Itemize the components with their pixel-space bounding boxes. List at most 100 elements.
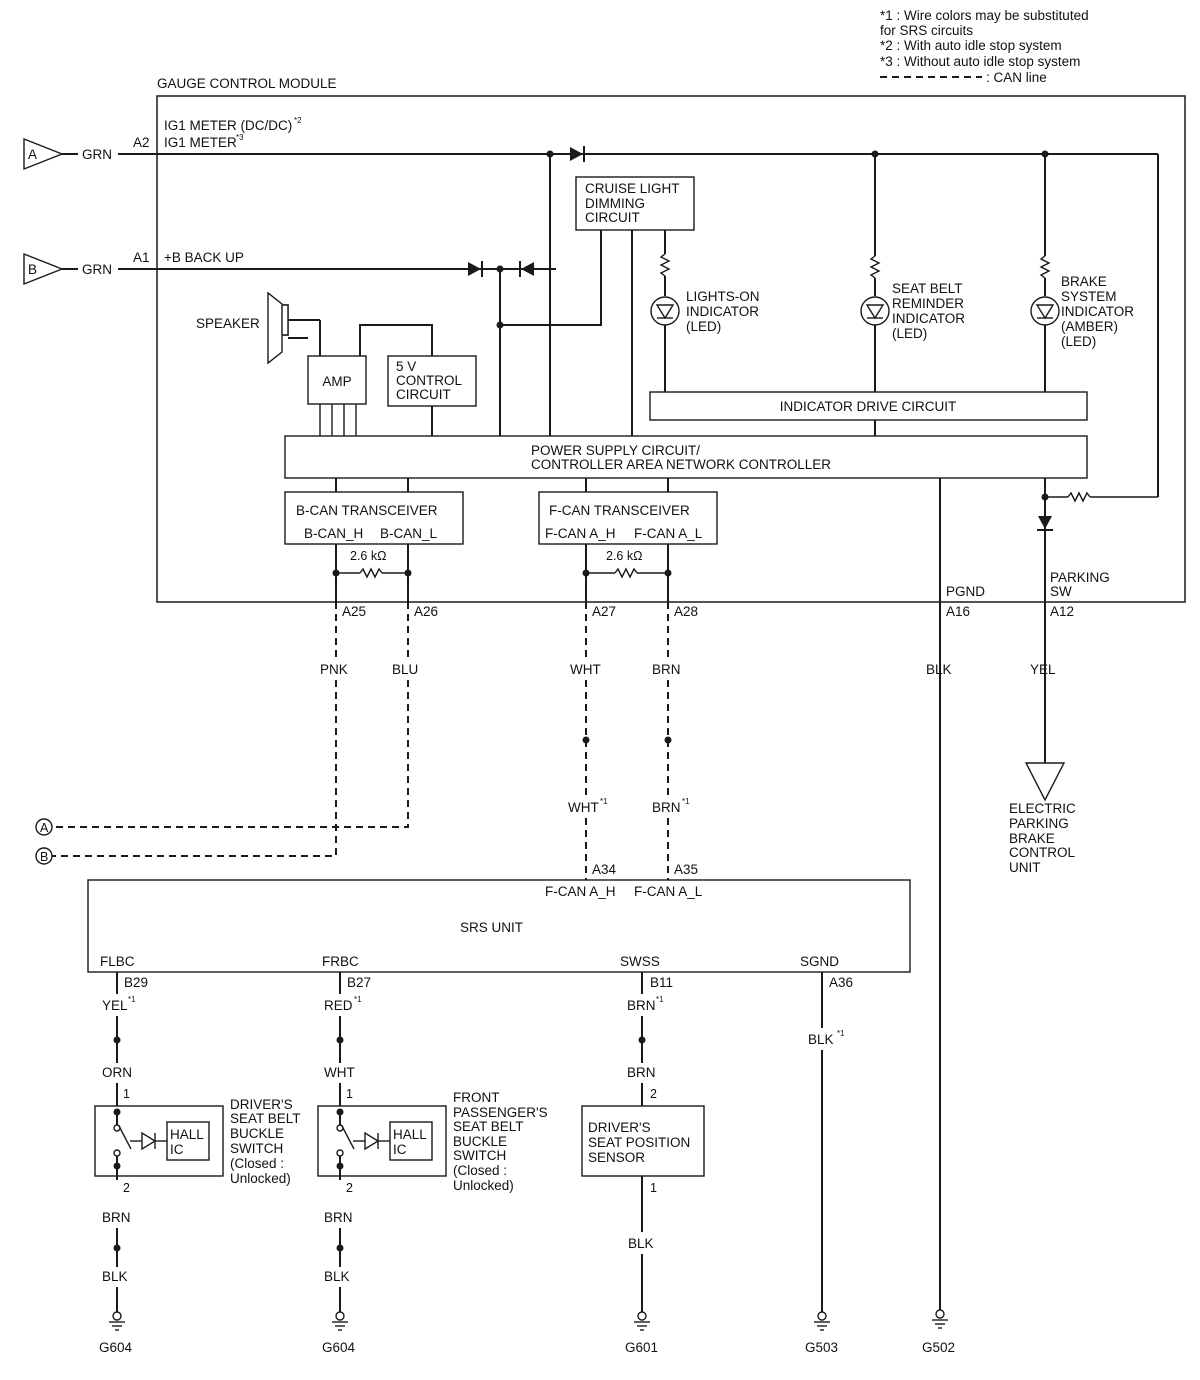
sensor-pin-2: 2 bbox=[650, 1087, 657, 1101]
ground-icon bbox=[817, 1311, 827, 1321]
five-v-line-2: CONTROL bbox=[396, 373, 462, 388]
diode-backup-2 bbox=[519, 261, 534, 277]
wire-passenger-blk: BLK bbox=[324, 1269, 350, 1284]
svg-text:HALL: HALL bbox=[170, 1127, 204, 1142]
svg-text:IC: IC bbox=[170, 1142, 184, 1157]
gauge-module-title: GAUGE CONTROL MODULE bbox=[157, 76, 337, 91]
srs-sgnd: SGND bbox=[800, 954, 839, 969]
connector-a-label: A bbox=[40, 821, 49, 835]
driver-pin-2: 2 bbox=[123, 1181, 130, 1195]
brake-line-3: INDICATOR bbox=[1061, 304, 1134, 319]
b-can-resistor-label: 2.6 kΩ bbox=[350, 549, 386, 563]
epb-line-1: ELECTRIC bbox=[1009, 801, 1076, 816]
resistor-seat-belt bbox=[869, 255, 881, 279]
driver-buckle-column: YEL *1 ORN 1 HALL IC 2 BRN BLK bbox=[94, 972, 224, 1312]
svg-text:*1: *1 bbox=[656, 995, 664, 1004]
input-a: A GRN A2 IG1 METER (DC/DC) *2 IG1 METER … bbox=[23, 116, 1158, 171]
svg-text:IC: IC bbox=[393, 1142, 407, 1157]
pin-a2: A2 bbox=[133, 135, 150, 150]
b-can-resistor bbox=[359, 567, 383, 579]
amp-label: AMP bbox=[322, 374, 351, 389]
pin-a12: A12 bbox=[1050, 604, 1074, 619]
wire-red-srs: RED bbox=[324, 998, 353, 1013]
epb-line-4: CONTROL bbox=[1009, 845, 1075, 860]
b-can-h: B-CAN_H bbox=[304, 526, 363, 541]
pin-a27: A27 bbox=[592, 604, 616, 619]
five-v-control-circuit bbox=[387, 355, 477, 407]
ig1-meter-label: IG1 METER bbox=[164, 135, 237, 150]
wire-brn-sensor: BRN bbox=[627, 1065, 656, 1080]
wire-driver-brn: BRN bbox=[102, 1210, 131, 1225]
srs-title: SRS UNIT bbox=[460, 920, 523, 935]
svg-text:SWITCH: SWITCH bbox=[230, 1141, 283, 1156]
diode-ig1 bbox=[570, 146, 585, 162]
srs-fcan-l: F-CAN A_L bbox=[634, 884, 703, 899]
footnotes: *1 : Wire colors may be substituted for … bbox=[880, 8, 1089, 85]
note-1: *1 : Wire colors may be substituted bbox=[880, 8, 1089, 23]
seat-belt-line-1: SEAT BELT bbox=[892, 281, 963, 296]
svg-text:SEAT BELT: SEAT BELT bbox=[230, 1111, 301, 1126]
cruise-line-2: DIMMING bbox=[585, 196, 645, 211]
lights-on-line-2: INDICATOR bbox=[686, 304, 759, 319]
epb-ground-triangle bbox=[1024, 762, 1066, 802]
wire-blk: BLK bbox=[926, 662, 952, 677]
seat-belt-line-4: (LED) bbox=[892, 326, 927, 341]
ig1-meter-sup: *3 bbox=[236, 133, 244, 142]
f-can-resistor-label: 2.6 kΩ bbox=[606, 549, 642, 563]
wire-yel-srs: YEL bbox=[102, 998, 128, 1013]
svg-text:DRIVER'S: DRIVER'S bbox=[230, 1097, 293, 1112]
gauge-module-frame bbox=[156, 95, 1186, 603]
brake-system-indicator: BRAKE SYSTEM INDICATOR (AMBER) (LED) bbox=[1030, 154, 1134, 392]
srs-flbc: FLBC bbox=[100, 954, 135, 969]
seat-belt-line-3: INDICATOR bbox=[892, 311, 965, 326]
input-a-wire-color: GRN bbox=[82, 147, 112, 162]
svg-text:*1: *1 bbox=[354, 995, 362, 1004]
b-can-transceiver bbox=[284, 491, 464, 545]
speaker: SPEAKER bbox=[196, 291, 321, 365]
pin-b27: B27 bbox=[347, 975, 371, 990]
pin-b11: B11 bbox=[650, 975, 673, 990]
note-1-cont: for SRS circuits bbox=[880, 23, 973, 38]
seat-belt-reminder-indicator: SEAT BELT REMINDER INDICATOR (LED) bbox=[860, 154, 965, 392]
svg-text:SENSOR: SENSOR bbox=[588, 1150, 645, 1165]
backup-label: +B BACK UP bbox=[164, 250, 244, 265]
srs-fcan-h: F-CAN A_H bbox=[545, 884, 616, 899]
wire-blu: BLU bbox=[392, 662, 418, 677]
svg-text:BUCKLE: BUCKLE bbox=[453, 1134, 507, 1149]
cruise-line-1: CRUISE LIGHT bbox=[585, 181, 680, 196]
wire-brn: BRN bbox=[652, 662, 681, 677]
epb-line-5: UNIT bbox=[1009, 860, 1041, 875]
svg-text:SEAT BELT: SEAT BELT bbox=[453, 1119, 524, 1134]
brake-line-2: SYSTEM bbox=[1061, 289, 1117, 304]
ground-icon bbox=[935, 1309, 945, 1319]
brake-line-1: BRAKE bbox=[1061, 274, 1107, 289]
svg-text:FRONT: FRONT bbox=[453, 1090, 500, 1105]
sensor-pin-1: 1 bbox=[650, 1181, 657, 1195]
wire-driver-blk: BLK bbox=[102, 1269, 128, 1284]
b-can-l: B-CAN_L bbox=[380, 526, 438, 541]
resistor-brake bbox=[1039, 255, 1051, 279]
ig1-dcdc-sup: *2 bbox=[294, 116, 302, 125]
ground-g604-driver: G604 bbox=[99, 1311, 133, 1355]
ground-icon bbox=[335, 1311, 345, 1321]
passenger-pin-1: 1 bbox=[346, 1087, 353, 1101]
srs-frbc: FRBC bbox=[322, 954, 359, 969]
wire-brn-swss: BRN bbox=[627, 998, 656, 1013]
connector-b-circle bbox=[35, 847, 53, 865]
seat-position-sensor bbox=[581, 1105, 705, 1177]
ground-icon bbox=[112, 1311, 122, 1321]
svg-text:HALL: HALL bbox=[393, 1127, 427, 1142]
svg-text:(Closed :: (Closed : bbox=[230, 1156, 284, 1171]
srs-unit bbox=[87, 879, 911, 973]
pin-a26: A26 bbox=[414, 604, 438, 619]
connector-a-letter: A bbox=[28, 147, 37, 162]
f-can-title: F-CAN TRANSCEIVER bbox=[549, 503, 690, 518]
ground-g601: G601 bbox=[625, 1311, 658, 1355]
brake-line-5: (LED) bbox=[1061, 334, 1096, 349]
amp-to-5v bbox=[359, 324, 433, 356]
connector-b-label: B bbox=[40, 850, 48, 864]
wire-wht-passenger: WHT bbox=[324, 1065, 355, 1080]
note-2: *2 : With auto idle stop system bbox=[880, 38, 1062, 53]
pin-a28: A28 bbox=[674, 604, 698, 619]
note-3: *3 : Without auto idle stop system bbox=[880, 54, 1080, 69]
